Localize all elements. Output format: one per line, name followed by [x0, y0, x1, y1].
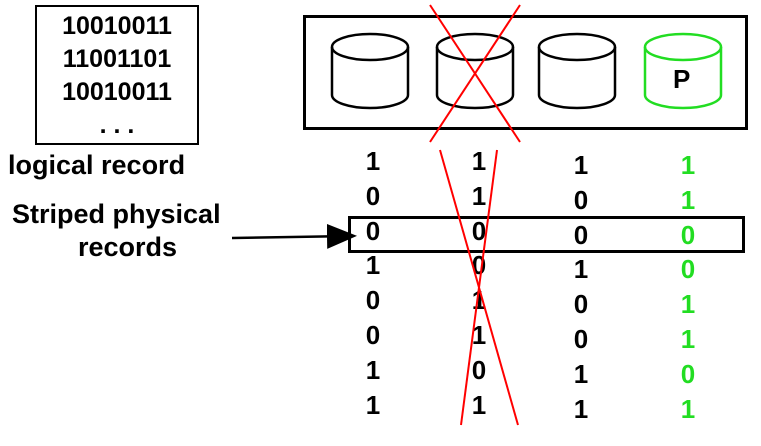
- parity-disk-label: P: [673, 64, 691, 94]
- disk-icon: [435, 32, 515, 110]
- record-ellipsis: . . .: [99, 111, 135, 139]
- parity-bit: 1: [680, 289, 696, 320]
- data-bit: 0: [365, 215, 381, 246]
- arrow-pointer: [231, 223, 357, 249]
- data-bit: 0: [573, 289, 589, 320]
- data-bit: 1: [365, 354, 381, 385]
- data-bit: 0: [365, 320, 381, 350]
- data-bit: 1: [365, 250, 381, 281]
- logical-record-label: logical record: [8, 150, 186, 180]
- data-bit: 0: [471, 215, 487, 246]
- striped-label-line1: Striped physical: [12, 199, 221, 229]
- data-bit: 1: [573, 358, 589, 389]
- parity-disk-icon: [643, 32, 723, 110]
- data-bit: 1: [471, 389, 487, 420]
- logical-record-box: 10010011 11001101 10010011 . . .: [35, 5, 199, 145]
- record-line: 10010011: [62, 12, 172, 40]
- data-bit: 1: [471, 146, 487, 176]
- data-bit: 1: [471, 180, 487, 211]
- data-bit: 0: [573, 324, 589, 354]
- parity-bit: 1: [680, 184, 696, 215]
- parity-bit: 1: [680, 324, 696, 354]
- data-bit: 0: [471, 354, 487, 385]
- parity-bit: 0: [680, 219, 696, 250]
- parity-bit: 0: [680, 254, 696, 285]
- disk-icon: [330, 32, 410, 110]
- disk-icon: [537, 32, 617, 110]
- data-bit: 0: [573, 219, 589, 250]
- parity-bit: 1: [680, 393, 696, 424]
- record-line: 11001101: [62, 45, 172, 73]
- striped-label-line2: records: [78, 232, 178, 262]
- record-line: 10010011: [62, 78, 172, 106]
- data-bit: 1: [365, 146, 381, 176]
- failure-cross-line: [429, 4, 521, 143]
- parity-bit: 0: [680, 358, 696, 389]
- data-bit: 1: [573, 393, 589, 424]
- failure-column-cross-line: [460, 149, 498, 426]
- data-bit: 1: [471, 285, 487, 316]
- data-bit: 1: [471, 320, 487, 350]
- parity-bit: 1: [680, 150, 696, 180]
- data-bit: 0: [365, 180, 381, 211]
- data-bit: 1: [365, 389, 381, 420]
- data-bit: 0: [365, 285, 381, 316]
- data-bit: 1: [573, 254, 589, 285]
- disk-array: [303, 15, 748, 130]
- data-bit: 1: [573, 150, 589, 180]
- data-bit: 0: [573, 184, 589, 215]
